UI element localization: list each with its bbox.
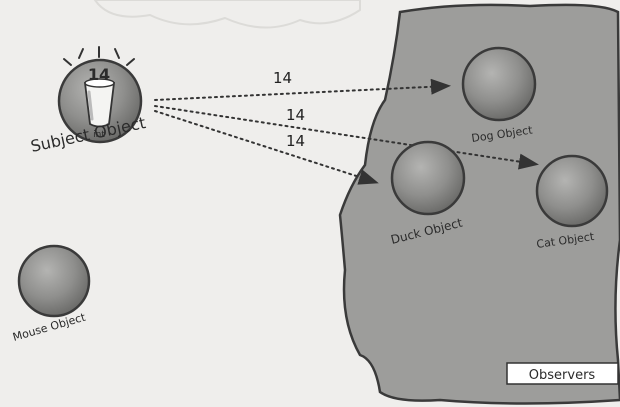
background-cloud [95, 0, 360, 28]
observers-label: Observers [529, 368, 596, 383]
message-to-cat: 14 [286, 106, 305, 124]
message-to-dog: 14 [273, 69, 292, 87]
subject-object: 14 int Subject Object [29, 47, 147, 156]
duck-object: Duck Object [389, 142, 464, 247]
mouse-object: Mouse Object [11, 246, 89, 344]
message-to-duck: 14 [286, 132, 305, 150]
arrow-to-duck [155, 111, 375, 182]
subject-value: 14 [88, 65, 110, 84]
observers-label-box: Observers [507, 363, 618, 384]
